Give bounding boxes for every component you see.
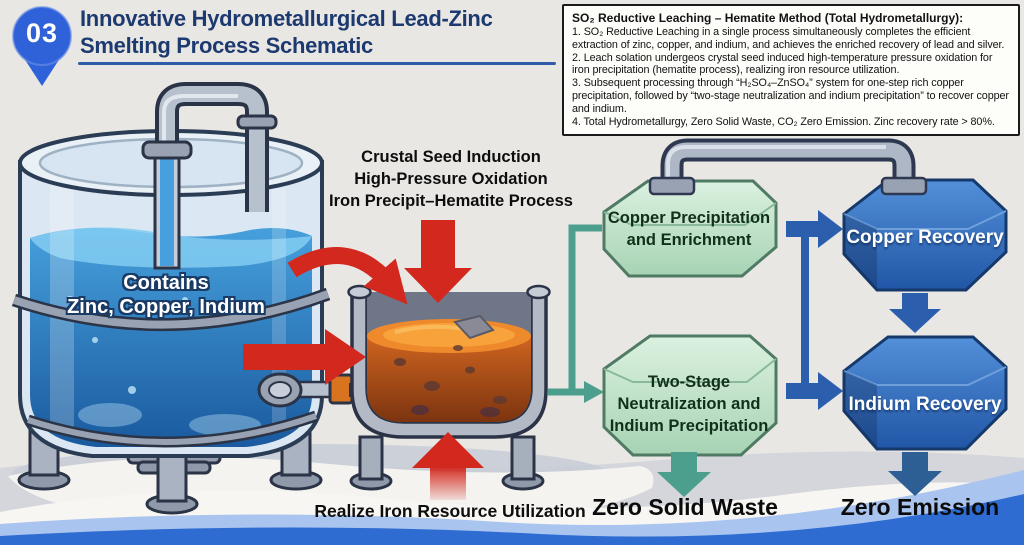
info-box-item-1: 1. SO₂ Reductive Leaching in a single pr… (572, 26, 1005, 51)
copper-precipitation-line2: and Enrichment (626, 231, 752, 249)
page-title: Innovative Hydrometallurgical Lead-Zinc … (80, 5, 580, 59)
teal-arrowhead-icon (584, 381, 604, 403)
tank-contents-line1: Contains (123, 272, 209, 294)
copper-precipitation-label: Copper Precipitation and Enrichment (600, 207, 778, 251)
tank-inner-pipe (141, 140, 193, 270)
teal-connector (548, 224, 604, 403)
tank-band (11, 287, 331, 448)
page-title-line1: Innovative Hydrometallurgical Lead-Zinc (80, 6, 493, 31)
info-box-title: SO₂ Reductive Leaching – Hematite Method… (572, 11, 964, 25)
copper-recovery-label: Copper Recovery (846, 227, 1004, 248)
copper-precipitation-line1: Copper Precipitation (607, 209, 771, 227)
copper-recovery-box (842, 178, 1008, 292)
two-stage-line1: Two-Stage (647, 373, 731, 391)
blue-right-arrow-bottom-icon (786, 372, 843, 410)
map-pin-icon (12, 6, 72, 86)
reactor-label-line3: Iron Precipit–Hematite Process (329, 192, 573, 210)
reactor-label-line1: Crustal Seed Induction (361, 148, 541, 166)
two-stage-box (602, 334, 778, 457)
title-underline (78, 62, 556, 65)
reactor-label-line2: High-Pressure Oxidation (354, 170, 548, 188)
reactor-molten-content (367, 314, 531, 422)
dark-blue-down-arrow-icon (888, 452, 942, 496)
section-badge: 03 (6, 2, 82, 94)
reactor-pot (347, 284, 551, 491)
reactor-legs (349, 435, 545, 491)
pipe-flange-left (648, 176, 696, 196)
pipe-flange-right (880, 176, 928, 196)
tank-outlet-pipe (257, 372, 367, 408)
iron-utilization-label: Realize Iron Resource Utilization (314, 501, 586, 521)
red-down-arrow-icon (404, 220, 472, 303)
bottom-wave (0, 470, 1024, 545)
two-stage-line2: Neutralization and (617, 395, 761, 413)
blue-down-arrow-icon (889, 293, 941, 333)
indium-recovery-box (842, 335, 1008, 451)
blue-right-arrow-top-icon (786, 210, 843, 248)
red-curved-arrow-icon (287, 247, 408, 305)
red-right-arrow-icon (243, 329, 366, 385)
two-stage-label: Two-Stage Neutralization and Indium Prec… (600, 371, 778, 437)
info-box-item-4: 4. Total Hydrometallurgy, Zero Solid Was… (572, 115, 995, 128)
red-up-arrow-icon (412, 432, 484, 500)
tank-top-pipe (155, 82, 278, 212)
zero-solid-waste-label: Zero Solid Waste (592, 494, 778, 520)
tank-contents-line2: Zinc, Copper, Indium (67, 296, 265, 318)
indium-recovery-label: Indium Recovery (848, 394, 1002, 415)
teal-down-arrow-icon (657, 452, 711, 497)
info-box-item-3: 3. Subsequent processing through “H₂SO₄–… (572, 77, 1009, 115)
badge-number: 03 (25, 18, 59, 48)
method-info-box: SO₂ Reductive Leaching – Hematite Method… (562, 4, 1020, 137)
reactor-process-label: Crustal Seed Induction High-Pressure Oxi… (312, 146, 590, 212)
zero-emission-label: Zero Emission (840, 494, 1000, 520)
blue-vertical-connector (801, 237, 809, 383)
two-stage-line3: Indium Precipitation (609, 417, 769, 435)
info-box-item-2: 2. Leach solation undergeos crystal seed… (572, 51, 993, 77)
page-title-line2: Smelting Process Schematic (80, 33, 373, 58)
storage-tank (11, 82, 367, 515)
tank-contents-label: Contains Zinc, Copper, Indium (28, 271, 304, 319)
overhead-pipe (660, 138, 916, 196)
